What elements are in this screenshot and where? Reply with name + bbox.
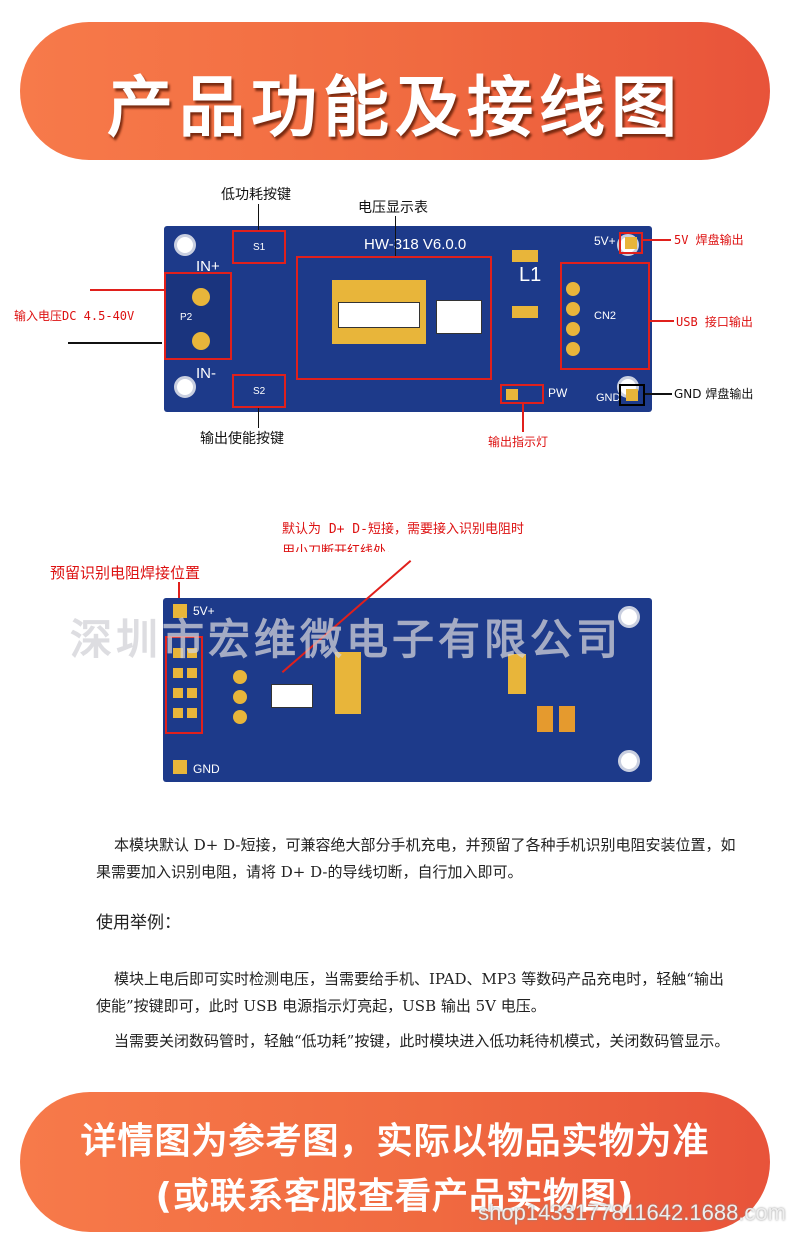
- footer-banner: 详情图为参考图，实际以物品实物为准 (或联系客服查看产品实物图): [20, 1092, 770, 1232]
- output-enable-switch-s2: S2: [232, 374, 286, 408]
- paragraph-usage-1: 模块上电后即可实时检测电压，当需要给手机、IPAD、MP3 等数码产品充电时，轻…: [96, 970, 724, 1015]
- footer-line2: (或联系客服查看产品实物图): [155, 1176, 635, 1217]
- label-gnd-pad-output: GND 焊盘输出: [674, 387, 754, 401]
- usage-title: 使用举例：: [96, 913, 181, 933]
- silk-cn2: CN2: [594, 310, 617, 322]
- paragraph-intro: 本模块默认 D+ D-短接，可兼容绝大部分手机充电，并预留了各种手机识别电阻安装…: [96, 836, 736, 881]
- gnd-pad: [619, 384, 645, 406]
- label-usb-output: USB 接口输出: [676, 315, 753, 329]
- low-power-switch-s1: S1: [232, 230, 286, 264]
- label-output-indicator: 输出指示灯: [488, 435, 549, 449]
- shop-url-watermark: shop1433177811642.1688.com: [478, 1200, 786, 1225]
- paragraph-usage-2: 当需要关闭数码管时，轻触“低功耗”按键，此时模块进入低功耗待机模式，关闭数码管显…: [114, 1032, 730, 1050]
- silk-in-minus: IN-: [196, 365, 216, 382]
- silk-in-plus: IN+: [196, 258, 220, 275]
- board-model: HW-318 V6.0.0: [364, 236, 467, 253]
- label-output-enable-key: 输出使能按键: [200, 431, 284, 447]
- company-watermark: 深圳市宏维微电子有限公司: [70, 615, 623, 664]
- silk-s2: S2: [253, 386, 266, 397]
- input-terminal-p2: P2: [164, 272, 232, 360]
- pcb-back-image: 5V+ GND: [163, 598, 652, 782]
- pcb-front-image: IN+ IN- HW-318 V6.0.0 L1 CN2 PW 5V+ GND …: [164, 226, 652, 412]
- label-reserve-resistor: 预留识别电阻焊接位置: [50, 564, 201, 582]
- title-banner: 产品功能及接线图: [20, 22, 770, 160]
- pw-indicator-led: [500, 384, 544, 404]
- label-voltage-display: 电压显示表: [358, 200, 428, 216]
- label-input-voltage: 输入电压DC 4.5-40V: [14, 309, 135, 323]
- label-5v-pad-output: 5V 焊盘输出: [674, 233, 744, 247]
- silk-5v: 5V+: [594, 234, 616, 248]
- silk-pw: PW: [548, 386, 568, 400]
- label-low-power-key: 低功耗按键: [221, 187, 291, 203]
- silk-l1: L1: [519, 264, 542, 286]
- silk-s1: S1: [253, 242, 266, 253]
- mount-hole: [174, 234, 196, 256]
- mount-hole: [174, 376, 196, 398]
- silk-gnd: GND: [596, 392, 621, 404]
- silk-gnd-back: GND: [193, 762, 220, 776]
- 5v-pad: [619, 232, 643, 254]
- note-short-line1: 默认为 D+ D-短接，需要接入识别电阻时: [282, 522, 524, 537]
- page-title: 产品功能及接线图: [107, 69, 683, 146]
- usb-port-cn2: [560, 262, 650, 370]
- voltage-display-area: [296, 256, 492, 380]
- mount-hole: [618, 750, 640, 772]
- silk-5v-back: 5V+: [193, 604, 215, 618]
- mount-hole: [618, 606, 640, 628]
- reserve-resistor-pads: [165, 636, 203, 734]
- silk-p2: P2: [180, 312, 193, 323]
- note-short-line2: 用小刀断开红线处。: [282, 544, 400, 552]
- footer-line1: 详情图为参考图，实际以物品实物为准: [80, 1121, 710, 1162]
